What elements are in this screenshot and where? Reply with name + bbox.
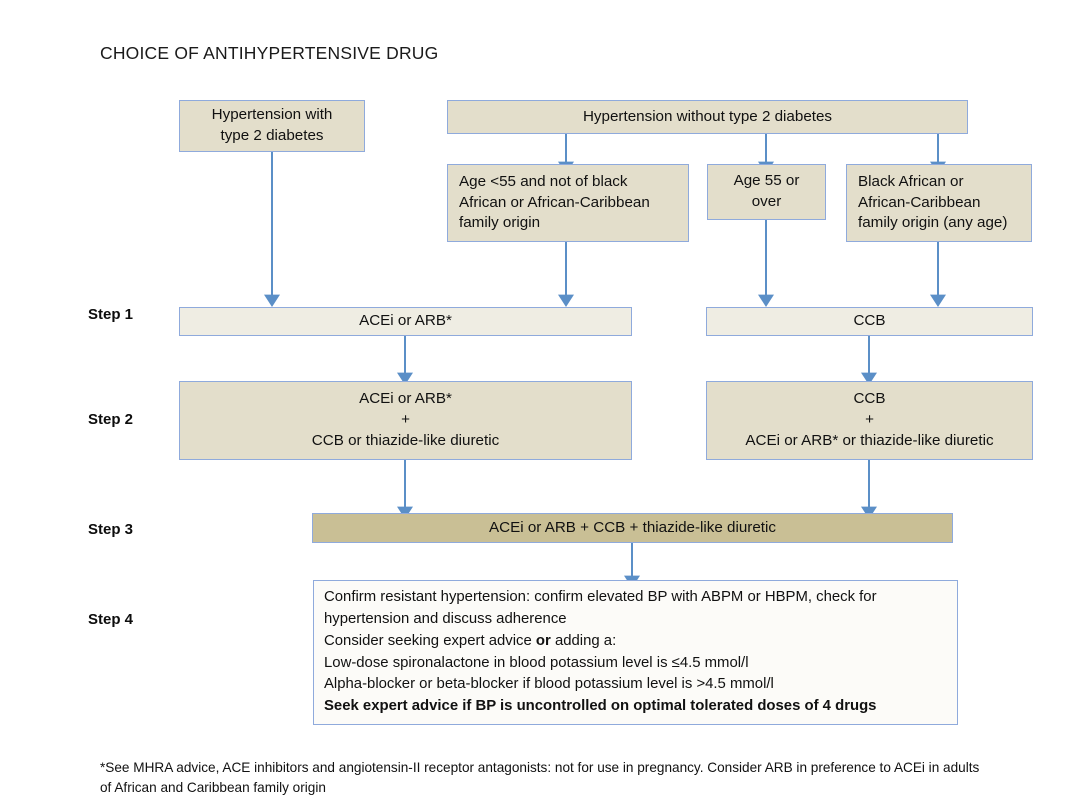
box-line: Alpha-blocker or beta-blocker if blood p… <box>324 676 774 693</box>
box-line: + <box>865 411 874 429</box>
box-line-consider-expert-advice: Consider seeking expert advice or adding… <box>324 631 947 653</box>
box-line: type 2 diabetes <box>220 127 324 144</box>
box-hypertension-without-diabetes[interactable]: Hypertension without type 2 diabetes <box>447 100 968 134</box>
box-line: CCB or thiazide-like diuretic <box>311 431 500 449</box>
box-line: Black African or <box>858 172 964 190</box>
box-line: ACEi or ARB + CCB + thiazide-like diuret… <box>489 518 776 536</box>
box-line: hypertension and discuss adherence <box>324 611 567 627</box>
step-label-2: Step 2 <box>88 411 134 428</box>
box-step2-right[interactable]: CCB + ACEi or ARB* or thiazide-like diur… <box>706 381 1033 460</box>
box-age-under-55[interactable]: Age <55 and not of black African or Afri… <box>447 164 689 242</box>
box-line: CCB <box>853 312 886 330</box>
box-line: CCB <box>853 390 886 408</box>
box-age-55-or-over[interactable]: Age 55 or over <box>707 164 826 220</box>
box-step3-triple-therapy[interactable]: ACEi or ARB + CCB + thiazide-like diuret… <box>312 513 953 543</box>
step-label-1: Step 1 <box>88 306 134 323</box>
box-line-seek-expert-advice: Seek expert advice if BP is uncontrolled… <box>324 698 877 714</box>
box-line: over <box>751 193 782 210</box>
box-step1-acei-or-arb[interactable]: ACEi or ARB* <box>179 307 632 336</box>
box-line-part: Consider seeking expert advice <box>324 632 536 649</box>
box-line-part: adding a: <box>550 632 617 649</box>
box-line: family origin (any age) <box>858 214 1008 232</box>
step-label-3: Step 3 <box>88 521 134 538</box>
box-line: Hypertension without type 2 diabetes <box>582 107 833 125</box>
footnote-line: ACEi in adults of African and Caribbean … <box>100 760 980 795</box>
box-step1-ccb[interactable]: CCB <box>706 307 1033 336</box>
footnote-line: *See MHRA advice, ACE inhibitors and ang… <box>100 760 891 775</box>
box-step2-left[interactable]: ACEi or ARB* + CCB or thiazide-like diur… <box>179 381 632 460</box>
box-line: Confirm resistant hypertension: confirm … <box>324 589 877 606</box>
box-step4-resistant-hypertension[interactable]: Confirm resistant hypertension: confirm … <box>313 580 958 725</box>
page-title: CHOICE OF ANTIHYPERTENSIVE DRUG <box>100 43 439 63</box>
box-line: ACEi or ARB* or thiazide-like diuretic <box>745 431 994 449</box>
box-line: family origin <box>459 214 541 232</box>
step-label-4: Step 4 <box>88 611 134 628</box>
box-line: Age <55 and not of black <box>459 172 628 190</box>
box-line: Age 55 or <box>733 172 800 190</box>
footnote: *See MHRA advice, ACE inhibitors and ang… <box>100 758 980 797</box>
box-black-african-caribbean[interactable]: Black African or African-Caribbean famil… <box>846 164 1032 242</box>
box-line: ACEi or ARB* <box>359 312 452 330</box>
box-line: African or African-Caribbean <box>459 193 650 211</box>
box-line: African-Caribbean <box>858 193 981 211</box>
box-hypertension-with-diabetes[interactable]: Hypertension with type 2 diabetes <box>179 100 365 152</box>
box-line: ACEi or ARB* <box>359 390 452 408</box>
box-line: Low-dose spironalactone in blood potassi… <box>324 654 749 671</box>
box-line-emphasis: or <box>535 632 551 649</box>
box-line: Hypertension with <box>211 106 333 124</box>
box-line: + <box>401 411 410 429</box>
